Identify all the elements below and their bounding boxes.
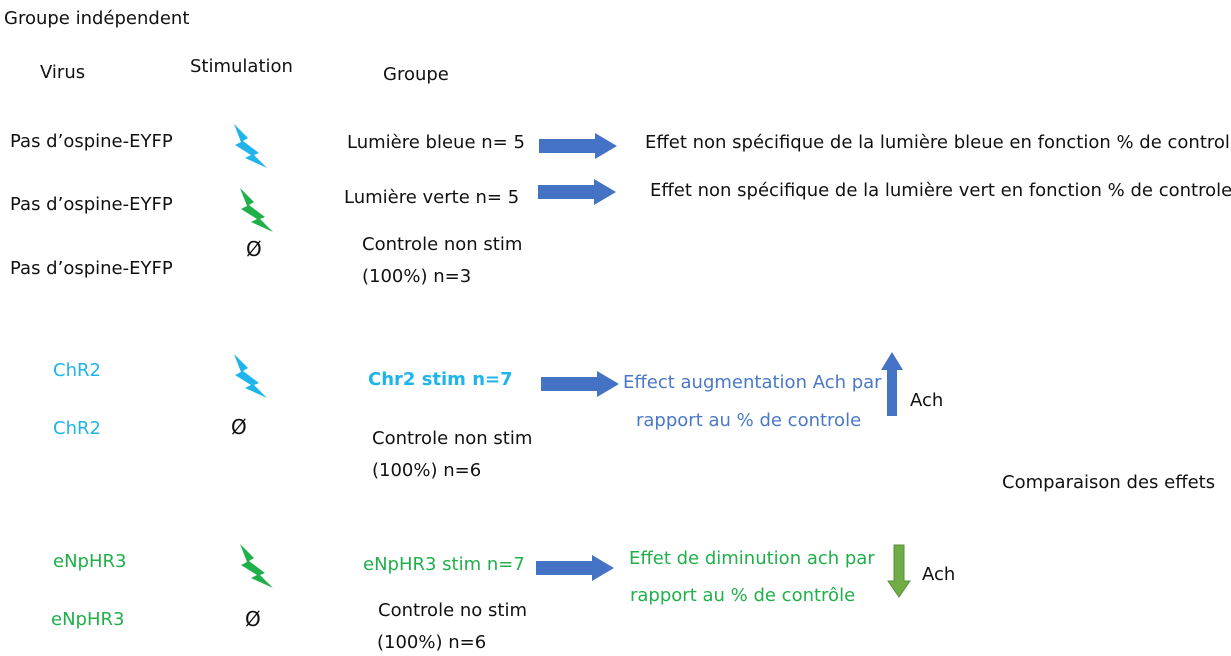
virus-label-row-3: Pas d’ospine-EYFP	[10, 258, 173, 279]
enphr3-virus-label-1: eNpHR3	[53, 551, 127, 572]
no-stimulation-symbol: Ø	[246, 237, 262, 261]
enphr3-control-line-1: Controle no stim	[378, 600, 527, 621]
chr2-stim-group: Chr2 stim n=7	[368, 369, 513, 390]
right-arrow-icon	[541, 371, 619, 397]
chr2-control-line-1: Controle non stim	[372, 428, 533, 449]
no-stimulation-symbol: Ø	[231, 415, 247, 439]
enphr3-stim-group: eNpHR3 stim n=7	[363, 554, 525, 575]
virus-label-row-2: Pas d’ospine-EYFP	[10, 194, 173, 215]
enphr3-control-line-2: (100%) n=6	[377, 632, 487, 653]
group-label-green-light: Lumière verte n= 5	[344, 187, 520, 208]
enphr3-virus-label-2: eNpHR3	[51, 609, 125, 630]
effect-label-green-light: Effet non spécifique de la lumière vert …	[650, 180, 1231, 201]
enphr3-effect-line-1: Effet de diminution ach par	[629, 548, 875, 569]
group-label-blue-light: Lumière bleue n= 5	[347, 132, 525, 153]
chr2-control-line-2: (100%) n=6	[372, 460, 482, 481]
green-lightning-icon	[240, 188, 273, 232]
blue-lightning-icon	[234, 354, 267, 398]
right-arrow-icon	[536, 555, 614, 581]
enphr3-ach-label: Ach	[922, 564, 956, 585]
effect-label-blue-light: Effet non spécifique de la lumière bleue…	[645, 132, 1231, 153]
no-stimulation-symbol: Ø	[245, 607, 261, 631]
down-arrow-icon	[887, 544, 911, 598]
blue-lightning-icon	[234, 124, 267, 168]
chr2-ach-label: Ach	[910, 390, 944, 411]
comparison-label: Comparaison des effets	[1002, 472, 1216, 493]
control-group-line-1: Controle non stim	[362, 234, 523, 255]
chr2-effect-line-1: Effect augmentation Ach par	[623, 372, 882, 393]
header-virus: Virus	[40, 62, 86, 83]
header-groupe: Groupe	[383, 64, 449, 85]
control-group-line-2: (100%) n=3	[362, 266, 472, 287]
right-arrow-icon	[538, 179, 616, 205]
virus-label-row-1: Pas d’ospine-EYFP	[10, 131, 173, 152]
right-arrow-icon	[539, 133, 617, 159]
enphr3-effect-line-2: rapport au % de contrôle	[630, 585, 856, 606]
chr2-effect-line-2: rapport au % de controle	[636, 410, 862, 431]
green-lightning-icon	[240, 544, 273, 588]
header-stimulation: Stimulation	[190, 56, 293, 77]
up-arrow-icon	[881, 352, 903, 416]
chr2-virus-label-1: ChR2	[53, 360, 101, 381]
chr2-virus-label-2: ChR2	[53, 418, 101, 439]
diagram-title: Groupe indépendent	[4, 8, 190, 29]
